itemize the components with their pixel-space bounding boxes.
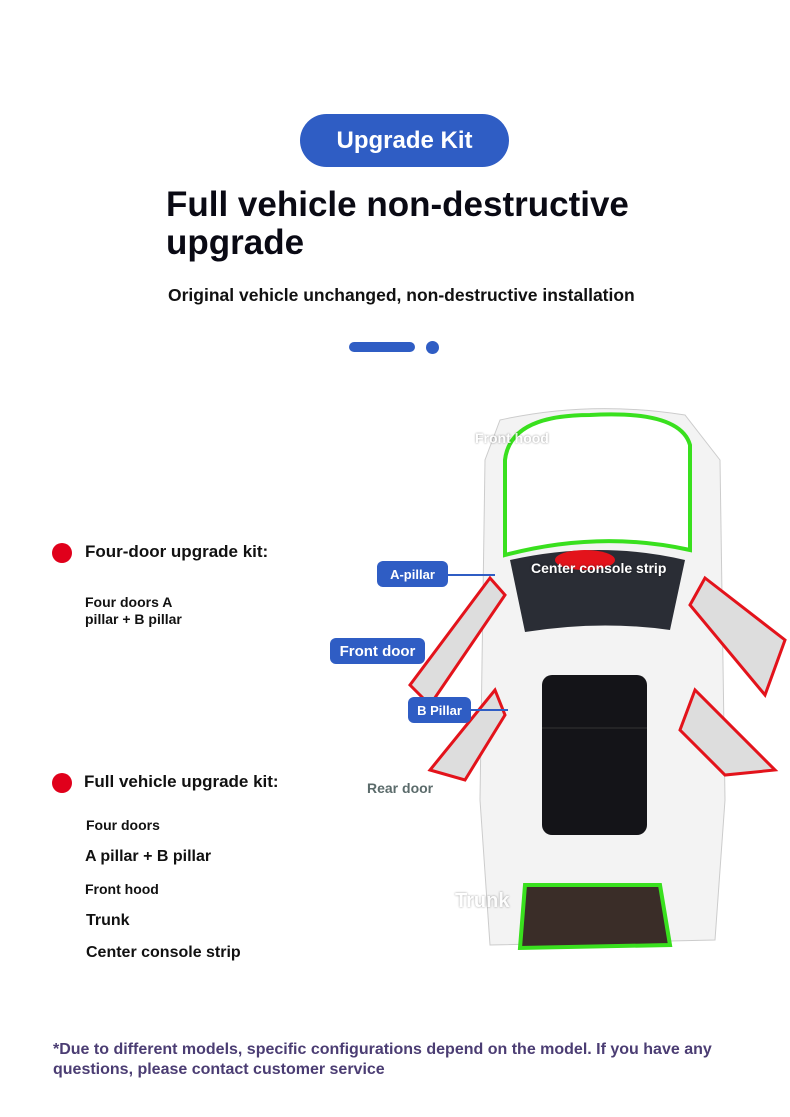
carousel-indicator-active <box>349 342 415 352</box>
kit-item: Center console strip <box>86 944 241 961</box>
kit-item: Trunk <box>86 912 130 929</box>
trunk-label: Trunk <box>455 890 510 912</box>
front-door-tag: Front door <box>330 638 425 664</box>
trunk-seal <box>517 883 673 951</box>
rear-door-label: Rear door <box>367 780 434 796</box>
front-right-door <box>688 575 787 698</box>
rear-right-door <box>678 687 779 777</box>
footnote: *Due to different models, specific confi… <box>53 1041 712 1078</box>
center-console-label: Center console strip <box>531 560 667 576</box>
carousel-indicator <box>426 341 439 354</box>
bullet-icon <box>52 773 72 793</box>
sunroof <box>542 675 647 835</box>
car-illustration <box>408 408 787 951</box>
a-pillar-tag: A-pillar <box>377 561 448 587</box>
upgrade-kit-badge: Upgrade Kit <box>300 114 509 167</box>
kit-item: A pillar + B pillar <box>85 848 212 865</box>
windshield <box>510 550 685 632</box>
b-pillar-tag: B Pillar <box>408 697 471 723</box>
bullet-icon <box>52 543 72 563</box>
kit-item: Four doors <box>86 817 160 833</box>
hood-seal <box>503 412 692 558</box>
kit-item: Four doors A pillar + B pillar <box>85 594 182 627</box>
kit-item: Front hood <box>85 881 159 897</box>
kit-heading: Four-door upgrade kit: <box>85 542 269 561</box>
rear-left-door <box>427 687 507 782</box>
page-title: Full vehicle non-destructive upgrade <box>166 185 629 262</box>
front-hood-label: Front hood <box>475 430 549 446</box>
kit-heading: Full vehicle upgrade kit: <box>84 772 279 791</box>
page-subtitle: Original vehicle unchanged, non-destruct… <box>168 285 635 305</box>
